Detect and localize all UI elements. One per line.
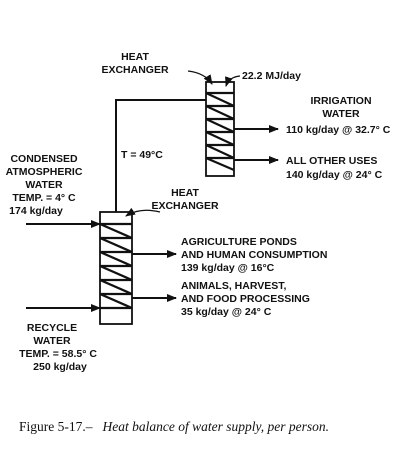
recycle-temp: TEMP. = 58.5° C — [19, 348, 97, 360]
condensed-label-1: CONDENSED — [10, 153, 78, 165]
energy-leader — [225, 75, 241, 87]
lower-exchanger-coil — [99, 222, 133, 310]
agriculture-label-1: AGRICULTURE PONDS — [181, 236, 297, 248]
caption-figure-number: Figure 5-17.– — [19, 419, 93, 434]
irrigation-label-2: WATER — [322, 108, 360, 120]
pipe-temperature: T = 49°C — [121, 149, 163, 161]
upper-exchanger-title-1: HEAT — [121, 51, 149, 63]
lower-exchanger-title-2: EXCHANGER — [151, 200, 219, 212]
upper-heat-exchanger — [205, 81, 235, 177]
agriculture-flow: 139 kg/day @ 16°C — [181, 262, 275, 274]
lower-exchanger-title-1: HEAT — [171, 187, 199, 199]
recycle-flow: 250 kg/day — [33, 361, 87, 373]
animals-label-1: ANIMALS, HARVEST, — [181, 280, 286, 292]
agriculture-label-2: AND HUMAN CONSUMPTION — [181, 249, 327, 261]
upper-exchanger-energy: 22.2 MJ/day — [242, 70, 301, 82]
connecting-pipe — [115, 99, 209, 212]
caption-text: Heat balance of water supply, per person… — [102, 419, 329, 434]
animals-flow: 35 kg/day @ 24° C — [181, 306, 272, 318]
lower-exchanger-leader — [125, 207, 161, 217]
condensed-label-2: ATMOSPHERIC — [6, 166, 83, 178]
irrigation-flow: 110 kg/day @ 32.7° C — [286, 124, 391, 136]
other-uses-flow: 140 kg/day @ 24° C — [286, 169, 383, 181]
irrigation-label-1: IRRIGATION — [310, 95, 371, 107]
upper-exchanger-title-2: EXCHANGER — [101, 64, 169, 76]
recycle-label-2: WATER — [33, 335, 71, 347]
upper-exchanger-coil — [205, 91, 235, 172]
animals-label-2: AND FOOD PROCESSING — [181, 293, 310, 305]
condensed-temp: TEMP. = 4° C — [12, 192, 76, 204]
condensed-flow: 174 kg/day — [9, 205, 63, 217]
condensed-label-3: WATER — [25, 179, 63, 191]
figure-caption: Figure 5-17.– Heat balance of water supp… — [19, 418, 329, 435]
lower-heat-exchanger — [99, 211, 133, 325]
upper-exchanger-leader — [187, 70, 213, 85]
recycle-label-1: RECYCLE — [27, 322, 77, 334]
other-uses-label: ALL OTHER USES — [286, 155, 377, 167]
